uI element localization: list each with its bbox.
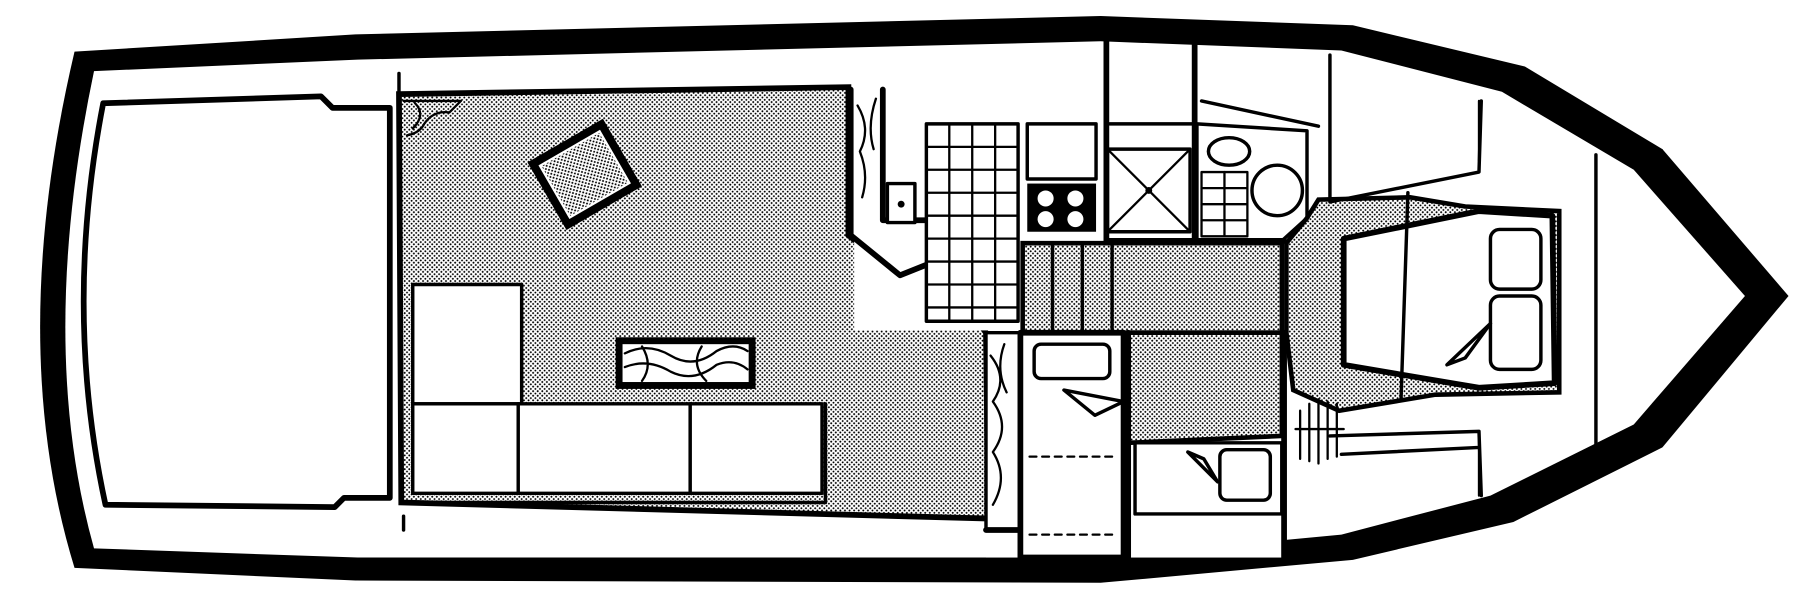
companionway (1020, 240, 1285, 335)
cockpit-coaming (80, 93, 393, 510)
galley-stove (1027, 183, 1097, 232)
settee-cushion-3 (688, 402, 824, 496)
salon-settee (411, 282, 828, 505)
forward-stateroom (1284, 99, 1562, 498)
head-upper-lines (1108, 53, 1332, 204)
mid-berth-pillow (1032, 342, 1112, 381)
forward-stateroom-bulkheads (1328, 99, 1483, 498)
salon-coffee-table (615, 337, 756, 389)
shower-drain (1145, 186, 1153, 194)
salon-hatch-lens (538, 129, 631, 219)
head-vanity-sink (1206, 135, 1252, 167)
galley-tile-floor (924, 122, 1020, 323)
v-berth-pillow-1 (1488, 227, 1543, 291)
salon-entry-wood-grain (402, 99, 463, 137)
coffee-table-wood-grain (623, 345, 749, 383)
forward-stateroom-hanging-locker (1294, 398, 1345, 465)
mid-berth-wood-grain (989, 343, 1008, 506)
mid-stateroom-carpet (1125, 330, 1285, 446)
head-toilet (1250, 163, 1305, 218)
mid-berth-dashed-line (1028, 455, 1119, 536)
companionway-steps (1050, 241, 1114, 335)
galley-sink-drain (897, 200, 905, 208)
stove-burner-1 (1037, 190, 1054, 207)
settee-cushion-2 (516, 402, 692, 496)
mid-stateroom-bulkhead (983, 329, 1287, 561)
companionway-carpet (1020, 240, 1285, 335)
stove-burner-4 (1067, 211, 1084, 228)
mid-stateroom (983, 329, 1287, 561)
settee-chair-cushion (411, 282, 524, 406)
v-berth-pillow-2 (1488, 294, 1543, 372)
mid-stateroom-seat-fold (1186, 450, 1220, 484)
salon-hatch (527, 118, 642, 230)
galley-counter-wood-grain (856, 97, 878, 199)
stove-burner-3 (1037, 211, 1054, 228)
mid-berth-blanket-fold (1062, 388, 1126, 418)
settee-cushion-1 (411, 402, 520, 496)
galley-refrigerator (1025, 122, 1098, 181)
galley (847, 86, 1105, 331)
stove-top (1027, 183, 1097, 232)
mid-stateroom-seat (1218, 447, 1273, 502)
stove-burner-2 (1067, 190, 1084, 207)
head-floor-grid (1200, 170, 1249, 238)
v-berth-blanket-fold (1445, 321, 1493, 367)
settee-base-line (411, 402, 828, 505)
galley-floor-grid (925, 122, 1020, 323)
